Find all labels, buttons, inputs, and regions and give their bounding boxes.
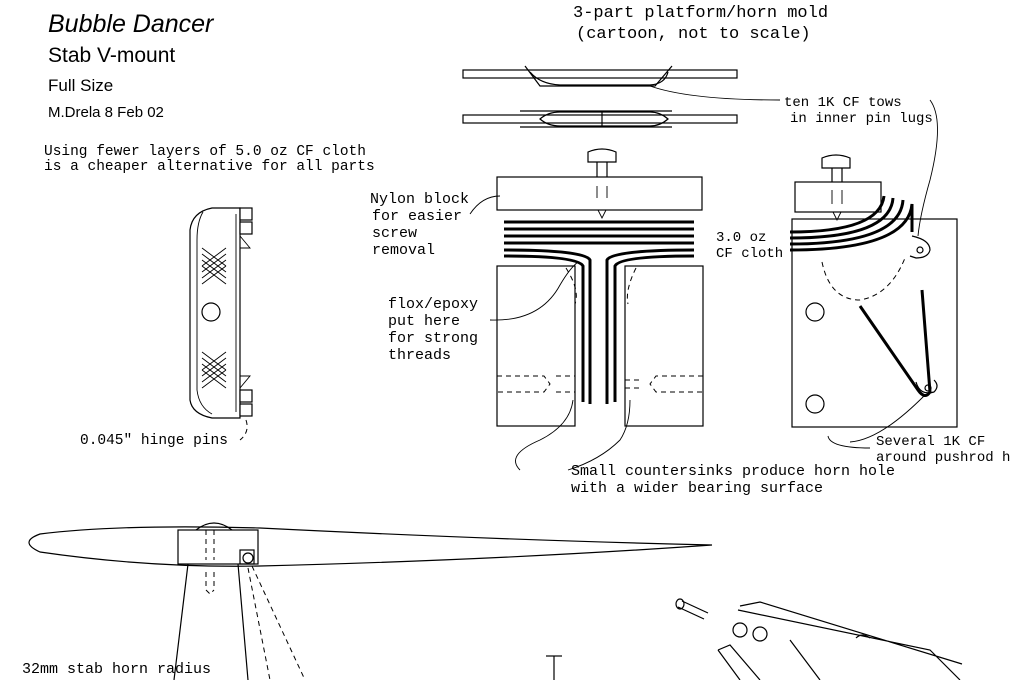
nylon-label-3: screw (372, 225, 417, 242)
platform-plates (462, 65, 738, 128)
tows-label-1: ten 1K CF tows (784, 95, 902, 111)
center-mold (496, 148, 704, 427)
stab-horn-radius-label: 32mm stab horn radius (22, 661, 211, 678)
cloth-label-1: 3.0 oz (716, 230, 766, 246)
tows-label-2: in inner pin lugs (790, 111, 933, 127)
flox-label-1: flox/epoxy (388, 296, 478, 313)
countersink-label-2: with a wider bearing surface (571, 480, 823, 497)
nylon-label-2: for easier (372, 208, 462, 225)
hinge-pins-label: 0.045" hinge pins (80, 433, 228, 449)
several-label-2: around pushrod h (876, 450, 1010, 466)
several-label-1: Several 1K CF (876, 434, 985, 450)
flox-label-2: put here (388, 313, 460, 330)
mold-heading-1: 3-part platform/horn mold (573, 4, 828, 23)
right-mold (789, 154, 958, 428)
stab-airfoil (28, 522, 713, 680)
mold-heading-2: (cartoon, not to scale) (576, 25, 811, 44)
note-cheaper-1: Using fewer layers of 5.0 oz CF cloth (44, 144, 366, 160)
nylon-label-1: Nylon block (370, 191, 469, 208)
title-author: M.Drela 8 Feb 02 (48, 104, 164, 121)
nylon-label-4: removal (372, 242, 435, 259)
title-part: Stab V-mount (48, 44, 175, 67)
title-size: Full Size (48, 76, 113, 95)
pushrod-assembly (675, 598, 963, 680)
cloth-label-2: CF cloth (716, 246, 783, 262)
pivot-hole (201, 302, 221, 322)
countersink-label-1: Small countersinks produce horn hole (571, 463, 895, 480)
note-cheaper-2: is a cheaper alternative for all parts (44, 159, 375, 175)
flox-label-4: threads (388, 347, 451, 364)
flox-label-3: for strong (388, 330, 478, 347)
title-name: Bubble Dancer (48, 10, 215, 38)
v-mount-side-view (189, 207, 253, 441)
